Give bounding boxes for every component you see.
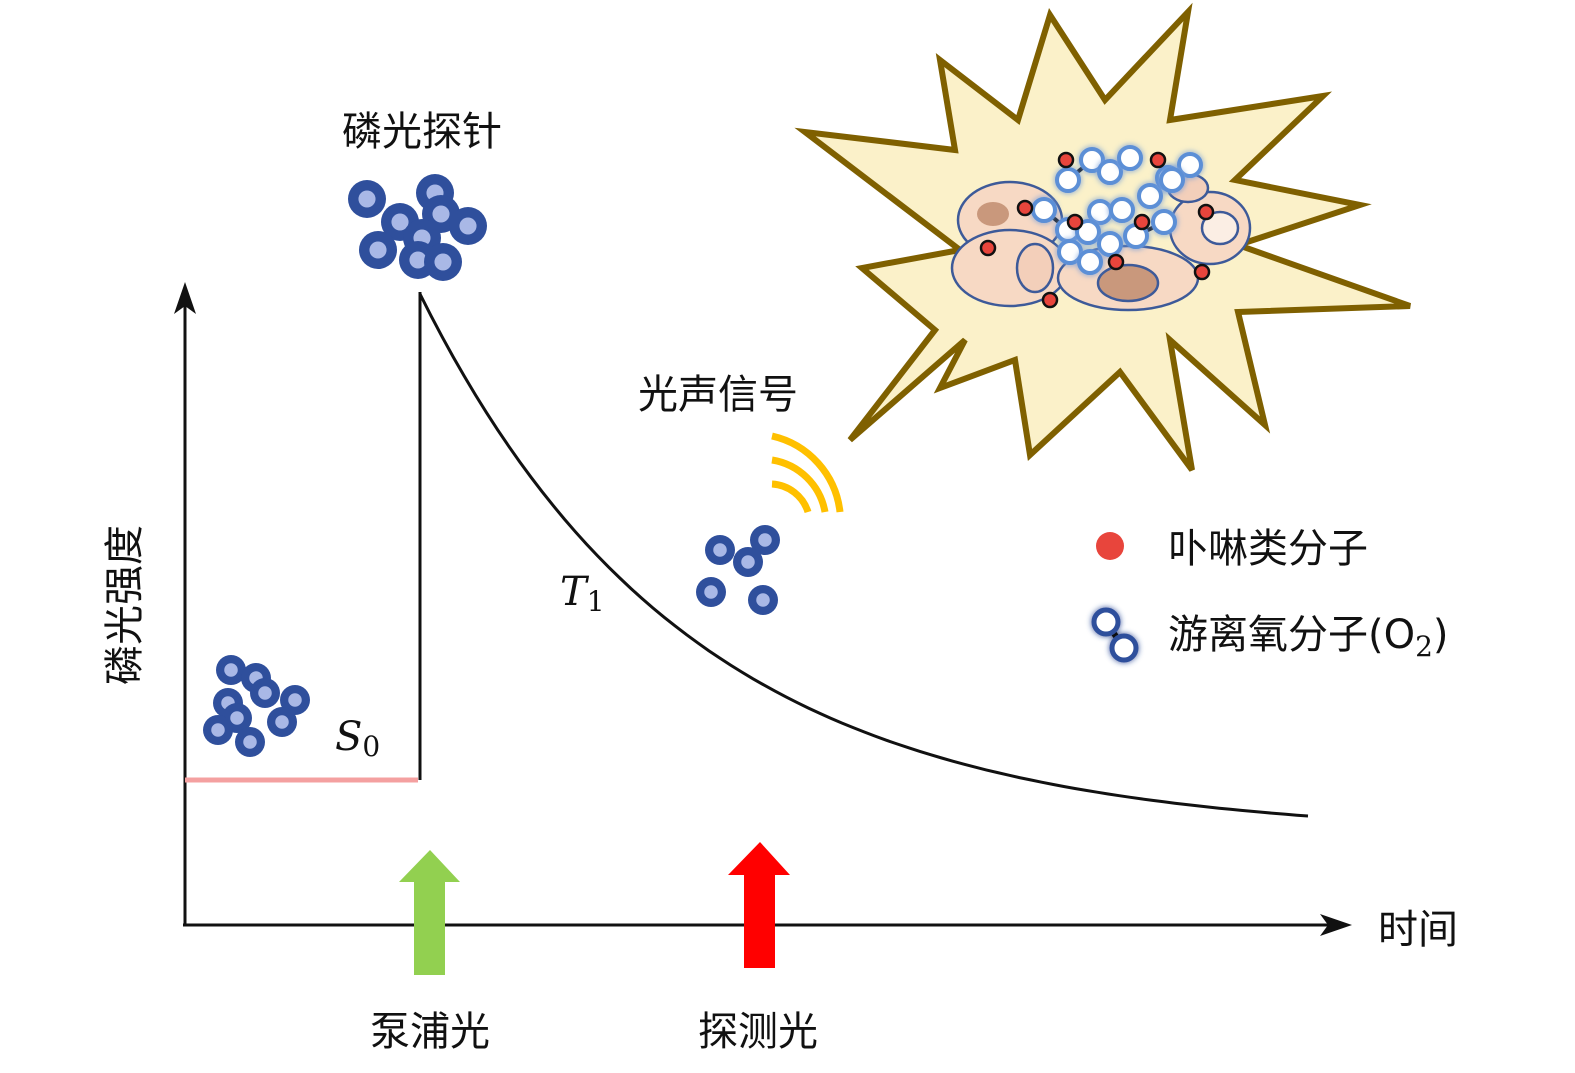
probe-molecule-core: [369, 241, 387, 259]
porphyrin-dot: [1197, 203, 1215, 221]
legend-porphyrin-label: 卟啉类分子: [1168, 526, 1368, 572]
oxygen-atom: [1075, 219, 1101, 245]
ground-molecule-core: [243, 735, 257, 749]
pa-signal-label: 光声信号: [638, 372, 798, 418]
ground-molecule-core: [230, 711, 244, 725]
porphyrin-molecules: [979, 151, 1215, 309]
legend: 卟啉类分子 游离氧分子(O2): [1091, 526, 1449, 663]
probe-molecule-core: [391, 213, 409, 231]
oxygen-atom: [1055, 167, 1081, 193]
emitting-molecule-core: [741, 555, 755, 569]
ground-molecule-core: [288, 693, 302, 707]
porphyrin-dot: [1133, 213, 1151, 231]
y-axis-arrow-icon: [174, 282, 196, 314]
porphyrin-dot: [1107, 253, 1125, 271]
y-axis-label: 磷光强度: [102, 525, 148, 685]
ground-molecule-core: [275, 715, 289, 729]
explosion-burst-icon: [794, 2, 1412, 472]
porphyrin-dot: [1149, 151, 1167, 169]
oxygen-atom: [1159, 167, 1185, 193]
emitting-cluster-icon: [696, 525, 780, 615]
oxygen-atom: [1117, 145, 1143, 171]
porphyrin-legend-icon: [1096, 532, 1124, 560]
ground-molecule-core: [224, 663, 238, 677]
oxygen-molecules: [1031, 145, 1203, 275]
legend-oxygen-label: 游离氧分子(O2): [1168, 612, 1449, 663]
porphyrin-dot: [1066, 213, 1084, 231]
oxygen-atom: [1097, 159, 1123, 185]
oxygen-atom: [1031, 197, 1057, 223]
ground-cluster-icon: [203, 655, 310, 757]
x-axis-arrow-icon: [1320, 914, 1352, 936]
emitting-molecule-core: [756, 593, 770, 607]
x-axis-label: 时间: [1378, 907, 1458, 953]
triplet-state-label: T1: [560, 569, 605, 618]
ground-state-label: S0: [335, 714, 380, 763]
porphyrin-dot: [979, 239, 997, 257]
oxygen-atom: [1077, 249, 1103, 275]
ground-molecule-core: [211, 723, 225, 737]
oxygen-legend-icon: [1091, 607, 1139, 663]
probe-molecule-core: [358, 190, 376, 208]
pump-arrow-icon: [399, 850, 460, 975]
probe-molecule-core: [459, 217, 477, 235]
oxygen-atom: [1151, 209, 1177, 235]
probe-label: 磷光探针: [342, 109, 502, 155]
porphyrin-dot: [1193, 263, 1211, 281]
oxygen-atom: [1079, 147, 1105, 173]
emitting-molecule-core: [704, 585, 718, 599]
oxygen-atom: [1097, 231, 1123, 257]
ground-molecule-core: [258, 686, 272, 700]
probe-cluster-icon: [348, 174, 487, 281]
probe-molecule-core: [432, 205, 450, 223]
oxygen-atom: [1109, 197, 1135, 223]
phosphorescence-decay-curve: [418, 293, 1309, 818]
oxygen-atom: [1177, 152, 1203, 178]
porphyrin-dot: [1041, 291, 1059, 309]
pump-label: 泵浦光: [370, 1009, 490, 1055]
oxygen-atom: [1087, 199, 1113, 225]
signal-waves-icon: [771, 432, 844, 514]
detect-label: 探测光: [698, 1009, 818, 1055]
probe-molecule-core: [409, 251, 427, 269]
oxygen-atom: [1137, 183, 1163, 209]
oxygen-atom: [1057, 239, 1083, 265]
emitting-molecule-core: [758, 533, 772, 547]
emitting-molecule-core: [713, 543, 727, 557]
porphyrin-dot: [1057, 151, 1075, 169]
detect-arrow-icon: [728, 842, 790, 968]
probe-molecule-core: [434, 253, 452, 271]
porphyrin-dot: [1016, 199, 1034, 217]
